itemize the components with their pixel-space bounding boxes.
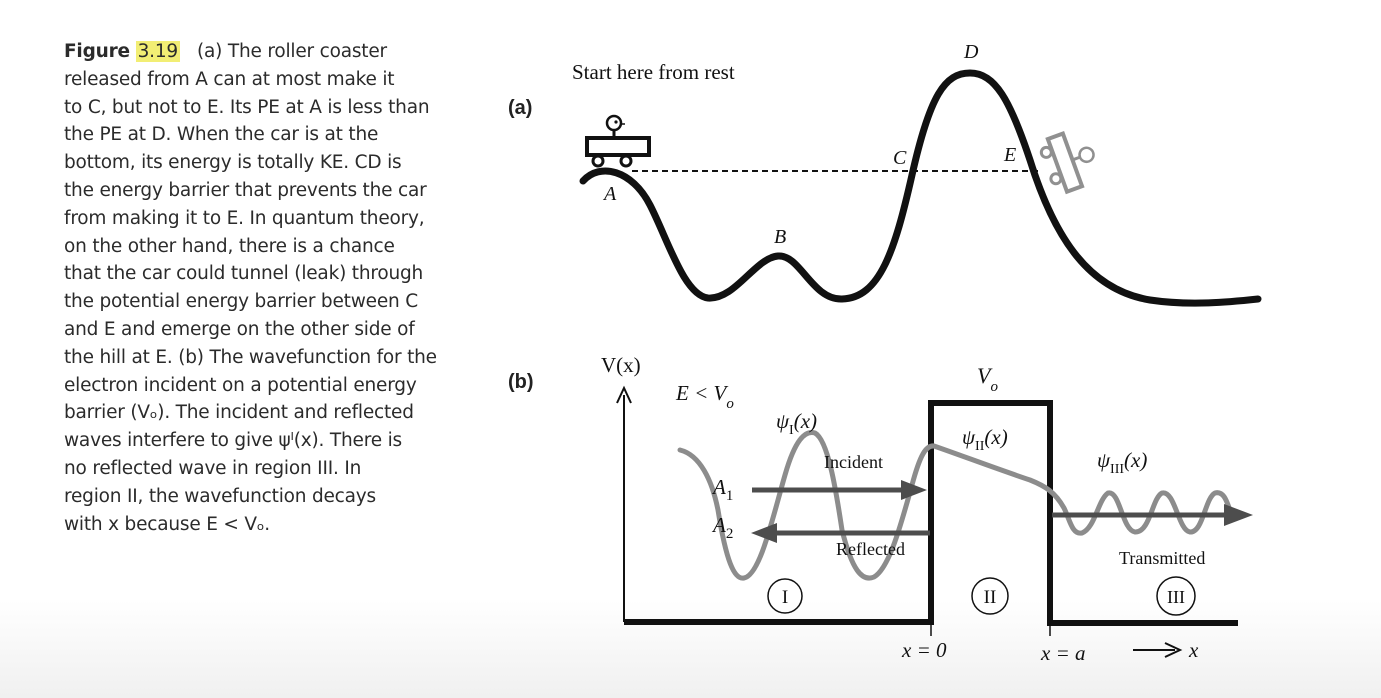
start-here-text: Start here from rest bbox=[572, 60, 735, 84]
caption-line: waves interfere to give ψᴵ(x). There is bbox=[64, 430, 402, 452]
a1-label: A1 bbox=[711, 475, 733, 504]
point-a-label: A bbox=[602, 183, 617, 205]
figure-label: Figure bbox=[64, 41, 130, 62]
region-2-label: II bbox=[984, 587, 997, 608]
psi-3-label: ψIII(x) bbox=[1097, 448, 1147, 477]
region-3-label: III bbox=[1167, 587, 1185, 607]
reflected-label: Reflected bbox=[836, 539, 905, 559]
caption-line: released from A can at most make it bbox=[64, 68, 395, 90]
a2-label: A2 bbox=[711, 513, 733, 542]
panel-b-label: (b) bbox=[508, 371, 534, 393]
caption-line: with x because E < Vₒ. bbox=[64, 513, 270, 535]
caption-line: on the other hand, there is a chance bbox=[64, 235, 395, 257]
y-axis-arrowhead bbox=[616, 385, 632, 404]
transmitted-arrowhead bbox=[1224, 504, 1253, 526]
x-direction-arrowhead bbox=[1164, 642, 1183, 658]
caption-line: the PE at D. When the car is at the bbox=[64, 124, 379, 146]
caption-line: from making it to E. In quantum theory, bbox=[64, 207, 425, 229]
energy-condition-label: E < Vo bbox=[675, 381, 734, 412]
caption-line: bottom, its energy is totally KE. CD is bbox=[64, 152, 402, 174]
caption-line: and E and emerge on the other side of bbox=[64, 318, 415, 340]
reflected-arrowhead bbox=[751, 523, 777, 543]
cart-at-a-icon bbox=[585, 114, 651, 168]
region-1-circle bbox=[767, 578, 803, 614]
region-1-label: I bbox=[782, 587, 788, 608]
psi-1-label: ψI(x) bbox=[776, 409, 817, 438]
caption-line: no reflected wave in region III. In bbox=[64, 457, 362, 479]
xa-label: x = a bbox=[1040, 641, 1086, 665]
caption-line: region II, the wavefunction decays bbox=[64, 485, 376, 507]
wavefunction-curve bbox=[677, 430, 1235, 581]
panel-a-label: (a) bbox=[508, 97, 533, 119]
point-e-label: E bbox=[1003, 144, 1016, 166]
panel-a-diagram: Start here from rest A B C D E bbox=[572, 41, 1262, 307]
caption-line: the hill at E. (b) The wavefunction for … bbox=[64, 346, 437, 368]
caption-line: barrier (Vₒ). The incident and reflected bbox=[64, 402, 414, 424]
caption-line: that the car could tunnel (leak) through bbox=[64, 263, 424, 285]
figure-caption: Figure 3.19 (a) The roller coaster relea… bbox=[64, 38, 464, 538]
figure-number: 3.19 bbox=[135, 41, 180, 62]
x0-label: x = 0 bbox=[901, 638, 947, 662]
x-axis-label: x bbox=[1188, 638, 1199, 662]
caption-line: the potential energy barrier between C bbox=[64, 291, 418, 313]
psi-2-label: ψII(x) bbox=[962, 425, 1008, 454]
barrier-height-label: Vo bbox=[977, 363, 998, 395]
coaster-track bbox=[579, 69, 1262, 307]
caption-line: the energy barrier that prevents the car bbox=[64, 179, 427, 201]
panel-b-diagram: V(x) E < Vo Vo ψI(x) ψII(x) ψIII(x) Inci… bbox=[601, 353, 1253, 665]
cart-at-e-icon bbox=[1039, 131, 1095, 195]
caption-line: electron incident on a potential energy bbox=[64, 374, 417, 396]
region-3-circle bbox=[1156, 576, 1196, 616]
region-2-circle bbox=[971, 577, 1009, 615]
incident-arrowhead bbox=[901, 480, 927, 500]
point-c-label: C bbox=[893, 147, 907, 169]
point-d-label: D bbox=[963, 41, 979, 63]
potential-profile bbox=[624, 400, 1238, 626]
caption-line: (a) The roller coaster bbox=[197, 41, 387, 62]
incident-label: Incident bbox=[824, 452, 883, 472]
transmitted-label: Transmitted bbox=[1119, 548, 1205, 568]
y-axis-label: V(x) bbox=[601, 353, 641, 377]
caption-line: to C, but not to E. Its PE at A is less … bbox=[64, 96, 430, 118]
point-b-label: B bbox=[774, 226, 786, 248]
